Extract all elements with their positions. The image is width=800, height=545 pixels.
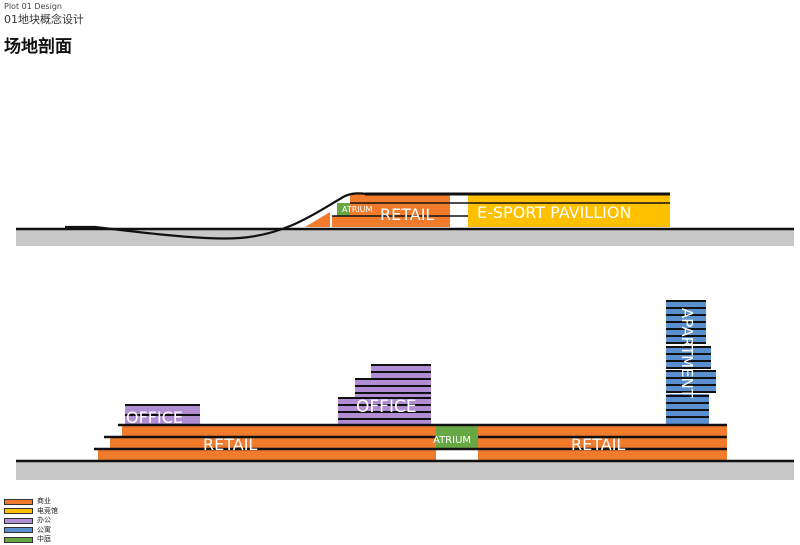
bottom-office-left-label: OFFICE: [126, 408, 183, 427]
top-atrium-label: ATRIUM: [342, 205, 373, 214]
bottom-office-mid-slabs: [338, 364, 431, 420]
top-esport-block: [468, 194, 670, 227]
top-retail-wedge: [305, 212, 330, 227]
legend-label: 电竞馆: [37, 506, 58, 515]
bottom-section: OFFICE OFFICE RETAIL ATRIUM RETAIL APART…: [16, 300, 794, 480]
bottom-atrium-label: ATRIUM: [433, 435, 471, 446]
bottom-retail-right-label: RETAIL: [571, 435, 625, 454]
legend-label: 商业: [37, 497, 51, 506]
legend-swatch: [4, 508, 33, 515]
legend-item-office: 办公: [4, 516, 58, 526]
bottom-apartment-slabs: [666, 300, 716, 418]
bottom-atrium-block: [436, 425, 478, 449]
plot-subtitle-en: Plot 01 Design: [4, 2, 62, 11]
legend-item-retail: 商业: [4, 497, 58, 507]
top-void: [450, 194, 468, 227]
plot-subtitle-cn: 01地块概念设计: [4, 13, 84, 26]
legend-label: 办公: [37, 516, 51, 525]
bottom-apartment-label: APARTMENT: [678, 308, 696, 399]
page-title: 场地剖面: [4, 37, 72, 57]
bottom-apartment-middle: [666, 347, 711, 369]
bottom-ground: [16, 461, 794, 480]
top-section: ATRIUM RETAIL E-SPORT PAVILLION: [16, 192, 794, 246]
top-retail-block: [350, 194, 450, 227]
bottom-retail-left-l3: [122, 425, 436, 438]
legend: 商业 电竞馆 办公 公寓 中庭: [4, 497, 58, 545]
legend-label: 中庭: [37, 535, 51, 544]
legend-label: 公寓: [37, 525, 51, 534]
top-esport-label: E-SPORT PAVILLION: [477, 203, 631, 222]
bottom-retail-right: [478, 425, 727, 461]
legend-swatch: [4, 536, 33, 543]
legend-item-apartment: 公寓: [4, 526, 58, 536]
legend-swatch: [4, 498, 33, 505]
bottom-apartment-middle2: [666, 371, 716, 393]
legend-item-esport: 电竞馆: [4, 507, 58, 517]
legend-swatch: [4, 527, 33, 534]
bottom-office-mid-label: OFFICE: [356, 397, 417, 417]
top-atrium-lower: [332, 216, 350, 227]
bottom-office-mid-upper: [355, 378, 431, 397]
top-retail-label: RETAIL: [380, 205, 434, 224]
top-landscape-curve: [65, 192, 368, 240]
legend-item-atrium: 中庭: [4, 535, 58, 545]
top-ground: [16, 229, 794, 246]
bottom-retail-left-l2: [110, 438, 436, 450]
bottom-retail-left-label: RETAIL: [203, 435, 257, 454]
bottom-retail-left-l1: [98, 450, 436, 461]
legend-swatch: [4, 517, 33, 524]
